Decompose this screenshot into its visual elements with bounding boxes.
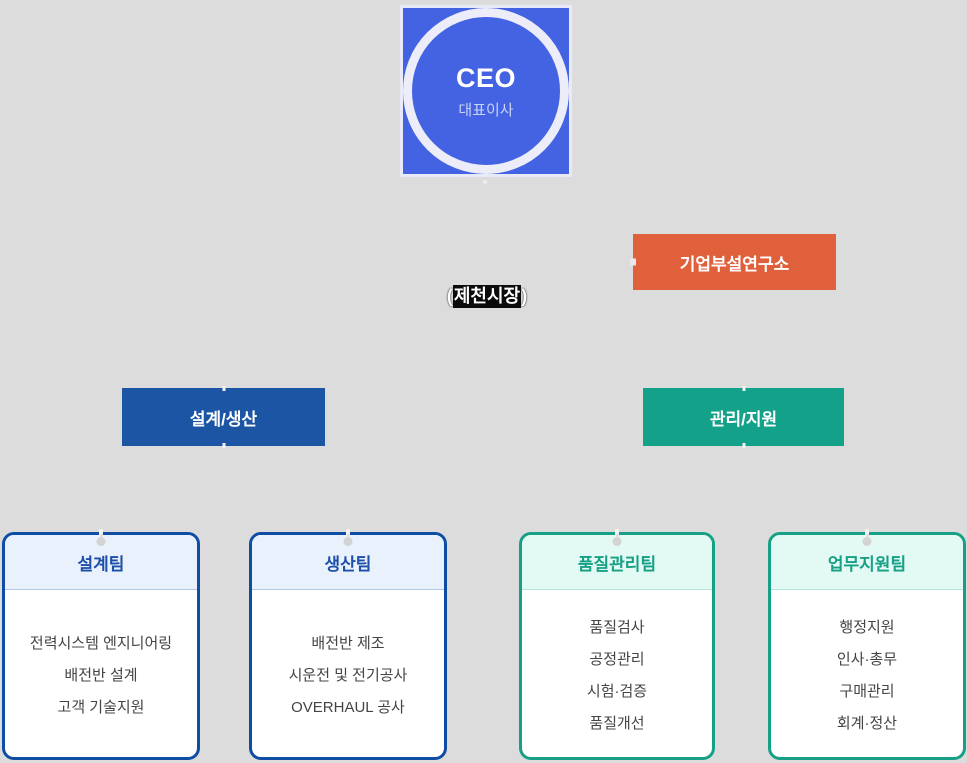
division-design-production-box: 설계/생산 <box>122 388 325 446</box>
team-card-business-support: 업무지원팀 행정지원 인사·총무 구매관리 회계·정산 <box>768 529 966 760</box>
team-card-quality: 품질관리팀 품질검사 공정관리 시험·검증 품질개선 <box>519 529 715 760</box>
team-item: 시운전 및 전기공사 <box>288 666 408 684</box>
team-item: 인사·총무 <box>836 650 898 668</box>
team-name: 생산팀 <box>324 554 372 574</box>
team-item: 배전반 제조 <box>311 634 385 652</box>
team-item: 품질개선 <box>589 714 645 732</box>
division-design-production-label: 설계/생산 <box>189 409 258 429</box>
team-item: 전력시스템 엔지니어링 <box>29 634 173 652</box>
division-management-support-box: 관리/지원 <box>643 388 844 446</box>
team-item: 품질검사 <box>589 618 645 636</box>
site-label: (제천시장) <box>0 282 967 308</box>
ceo-connector-dot <box>483 180 487 184</box>
connector-pin-icon <box>343 537 353 546</box>
team-card-body: 배전반 제조 시운전 및 전기공사 OVERHAUL 공사 <box>252 593 444 757</box>
team-name: 설계팀 <box>77 554 125 574</box>
ceo-circle: CEO 대표이사 <box>403 8 569 174</box>
team-item: 구매관리 <box>839 682 895 700</box>
team-card-header: 생산팀 <box>252 535 444 590</box>
connector-pin-icon <box>96 537 106 546</box>
site-label-close-paren: ) <box>521 286 528 306</box>
division-management-support-label: 관리/지원 <box>709 409 778 429</box>
research-institute-box: 기업부설연구소 <box>633 234 836 290</box>
team-name: 품질관리팀 <box>577 554 657 574</box>
team-item: 회계·정산 <box>836 714 898 732</box>
connector-pin-icon <box>612 537 622 546</box>
team-card-body: 행정지원 인사·총무 구매관리 회계·정산 <box>771 593 963 757</box>
connector-pin-icon <box>862 537 872 546</box>
team-item: 배전반 설계 <box>64 666 138 684</box>
team-card-body: 품질검사 공정관리 시험·검증 품질개선 <box>522 593 712 757</box>
team-item: 행정지원 <box>839 618 895 636</box>
ceo-title: CEO <box>455 62 516 93</box>
team-item: 공정관리 <box>589 650 645 668</box>
team-item: OVERHAUL 공사 <box>291 698 405 716</box>
team-card-production: 생산팀 배전반 제조 시운전 및 전기공사 OVERHAUL 공사 <box>249 529 447 760</box>
team-name: 업무지원팀 <box>827 554 907 574</box>
team-card-body: 전력시스템 엔지니어링 배전반 설계 고객 기술지원 <box>5 593 197 757</box>
team-item: 고객 기술지원 <box>57 698 145 716</box>
ceo-subtitle: 대표이사 <box>458 101 514 119</box>
research-institute-label: 기업부설연구소 <box>679 254 790 274</box>
team-item: 시험·검증 <box>586 682 648 700</box>
site-label-text: 제천시장 <box>452 285 522 308</box>
ceo-node: CEO 대표이사 <box>400 5 572 177</box>
site-label-open-paren: ( <box>446 286 453 306</box>
team-card-design: 설계팀 전력시스템 엔지니어링 배전반 설계 고객 기술지원 <box>2 529 200 760</box>
